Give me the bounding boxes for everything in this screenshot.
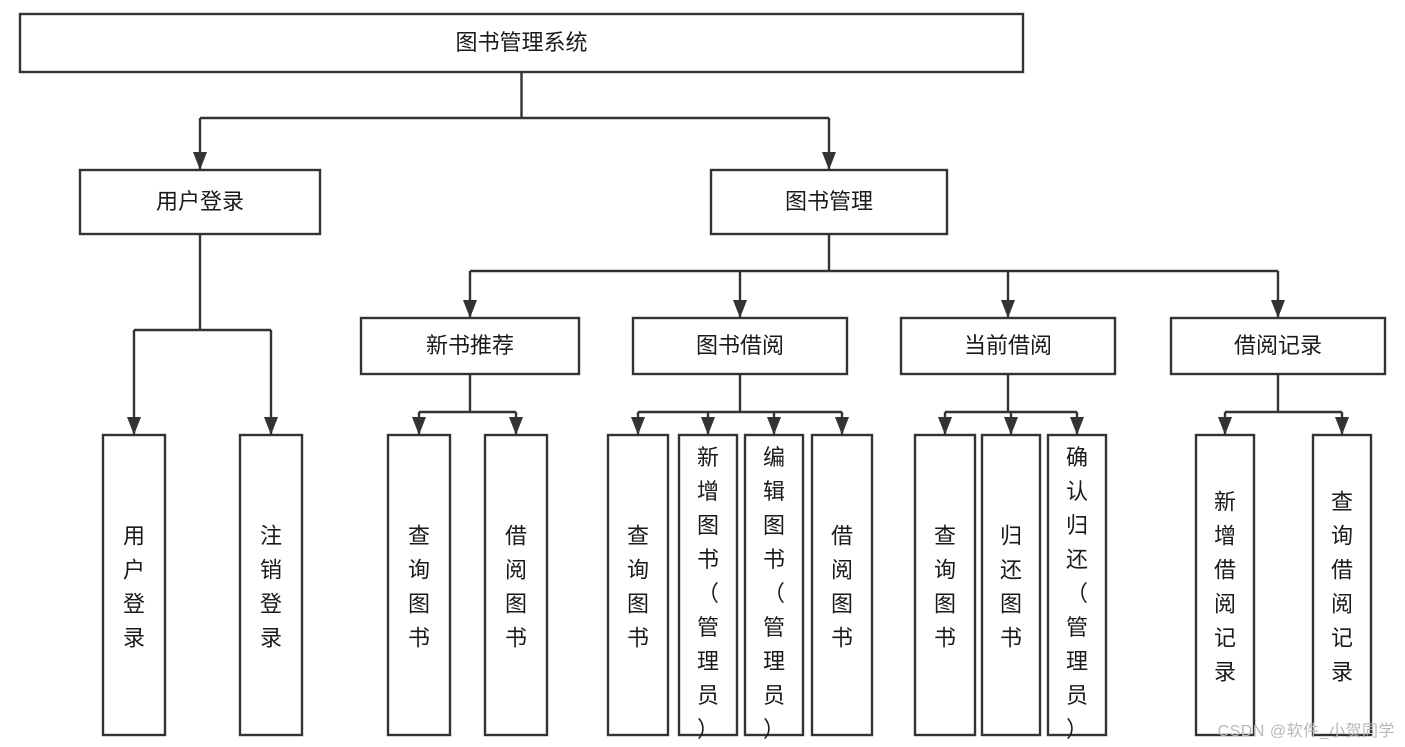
node-box[interactable] bbox=[980, 433, 1042, 737]
node-box[interactable] bbox=[359, 316, 581, 376]
arrow-head-icon bbox=[1070, 417, 1084, 435]
node-label: 确认归还（管理员） bbox=[1066, 445, 1088, 742]
connector-layer bbox=[127, 72, 1349, 435]
node-label: 归还图书 bbox=[1000, 524, 1022, 651]
node-查询图书[interactable]: 查询图书 bbox=[606, 433, 670, 737]
node-新书推荐[interactable]: 新书推荐 bbox=[359, 316, 581, 376]
node-新增图书管理员[interactable]: 新增图书（管理员） bbox=[677, 433, 739, 742]
node-借阅记录[interactable]: 借阅记录 bbox=[1169, 316, 1387, 376]
arrow-head-icon bbox=[509, 417, 523, 435]
node-label: 用户登录 bbox=[123, 524, 145, 651]
arrow-head-icon bbox=[1004, 417, 1018, 435]
arrow-head-icon bbox=[412, 417, 426, 435]
node-label: 新增借阅记录 bbox=[1214, 490, 1236, 685]
node-label: 编辑图书（管理员） bbox=[763, 445, 785, 742]
node-box[interactable] bbox=[913, 433, 977, 737]
node-box[interactable] bbox=[1311, 433, 1373, 737]
node-label: 图书管理 bbox=[785, 189, 873, 214]
node-label: 借阅图书 bbox=[831, 524, 853, 651]
node-注销登录[interactable]: 注销登录 bbox=[238, 433, 304, 737]
arrow-head-icon bbox=[822, 152, 836, 170]
node-box[interactable] bbox=[709, 168, 949, 236]
node-当前借阅[interactable]: 当前借阅 bbox=[899, 316, 1117, 376]
node-box[interactable] bbox=[1169, 316, 1387, 376]
node-box[interactable] bbox=[606, 433, 670, 737]
node-label: 用户登录 bbox=[156, 189, 244, 214]
node-label: 新增图书（管理员） bbox=[697, 445, 719, 742]
arrow-head-icon bbox=[127, 417, 141, 435]
node-图书借阅[interactable]: 图书借阅 bbox=[631, 316, 849, 376]
node-归还图书[interactable]: 归还图书 bbox=[980, 433, 1042, 737]
node-box[interactable] bbox=[1194, 433, 1256, 737]
node-layer: 图书管理系统用户登录用户登录注销登录图书管理新书推荐查询图书借阅图书图书借阅查询… bbox=[18, 12, 1387, 742]
node-图书管理[interactable]: 图书管理 bbox=[709, 168, 949, 236]
arrow-head-icon bbox=[1001, 300, 1015, 318]
arrow-head-icon bbox=[193, 152, 207, 170]
node-用户登录[interactable]: 用户登录 bbox=[101, 433, 167, 737]
node-box[interactable] bbox=[483, 433, 549, 737]
arrow-head-icon bbox=[1271, 300, 1285, 318]
node-box[interactable] bbox=[101, 433, 167, 737]
node-box[interactable] bbox=[677, 433, 739, 737]
node-box[interactable] bbox=[1046, 433, 1108, 737]
node-box[interactable] bbox=[743, 433, 805, 737]
node-编辑图书管理员[interactable]: 编辑图书（管理员） bbox=[743, 433, 805, 742]
node-box[interactable] bbox=[78, 168, 322, 236]
node-label: 借阅记录 bbox=[1234, 333, 1322, 358]
arrow-head-icon bbox=[1335, 417, 1349, 435]
node-查询图书[interactable]: 查询图书 bbox=[386, 433, 452, 737]
node-label: 注销登录 bbox=[260, 524, 282, 651]
node-查询图书[interactable]: 查询图书 bbox=[913, 433, 977, 737]
node-label: 借阅图书 bbox=[505, 524, 527, 651]
node-借阅图书[interactable]: 借阅图书 bbox=[810, 433, 874, 737]
node-label: 当前借阅 bbox=[964, 333, 1052, 358]
node-box[interactable] bbox=[810, 433, 874, 737]
node-label: 查询借阅记录 bbox=[1331, 490, 1353, 685]
node-label: 查询图书 bbox=[627, 524, 649, 651]
node-box[interactable] bbox=[899, 316, 1117, 376]
node-box[interactable] bbox=[238, 433, 304, 737]
node-新增借阅记录[interactable]: 新增借阅记录 bbox=[1194, 433, 1256, 737]
node-box[interactable] bbox=[631, 316, 849, 376]
node-box[interactable] bbox=[386, 433, 452, 737]
node-label: 新书推荐 bbox=[426, 333, 514, 358]
node-label: 图书管理系统 bbox=[455, 30, 587, 55]
arrow-head-icon bbox=[701, 417, 715, 435]
arrow-head-icon bbox=[835, 417, 849, 435]
node-借阅图书[interactable]: 借阅图书 bbox=[483, 433, 549, 737]
node-label: 查询图书 bbox=[408, 524, 430, 651]
arrow-head-icon bbox=[767, 417, 781, 435]
arrow-head-icon bbox=[733, 300, 747, 318]
arrow-head-icon bbox=[463, 300, 477, 318]
node-确认归还管理员[interactable]: 确认归还（管理员） bbox=[1046, 433, 1108, 742]
node-label: 查询图书 bbox=[934, 524, 956, 651]
arrow-head-icon bbox=[631, 417, 645, 435]
arrow-head-icon bbox=[264, 417, 278, 435]
arrow-head-icon bbox=[938, 417, 952, 435]
node-用户登录[interactable]: 用户登录 bbox=[78, 168, 322, 236]
node-box[interactable] bbox=[18, 12, 1025, 74]
arrow-head-icon bbox=[1218, 417, 1232, 435]
node-label: 图书借阅 bbox=[696, 333, 784, 358]
node-图书管理系统[interactable]: 图书管理系统 bbox=[18, 12, 1025, 74]
node-查询借阅记录[interactable]: 查询借阅记录 bbox=[1311, 433, 1373, 737]
